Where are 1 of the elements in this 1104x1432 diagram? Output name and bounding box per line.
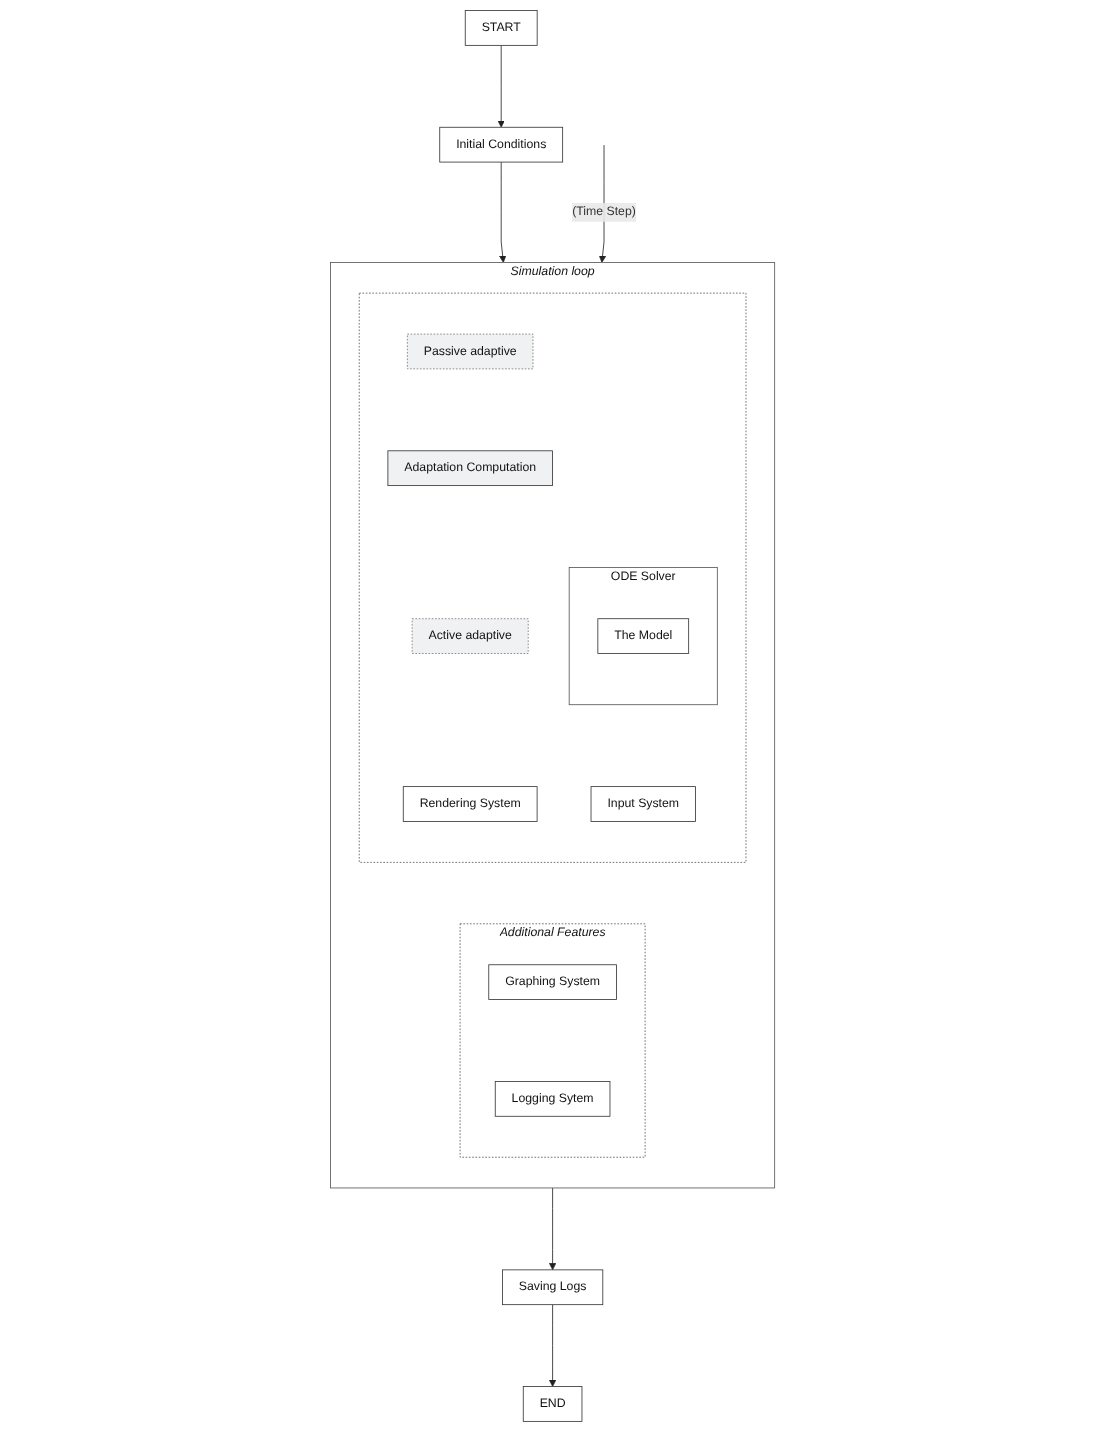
cluster [358, 292, 746, 863]
